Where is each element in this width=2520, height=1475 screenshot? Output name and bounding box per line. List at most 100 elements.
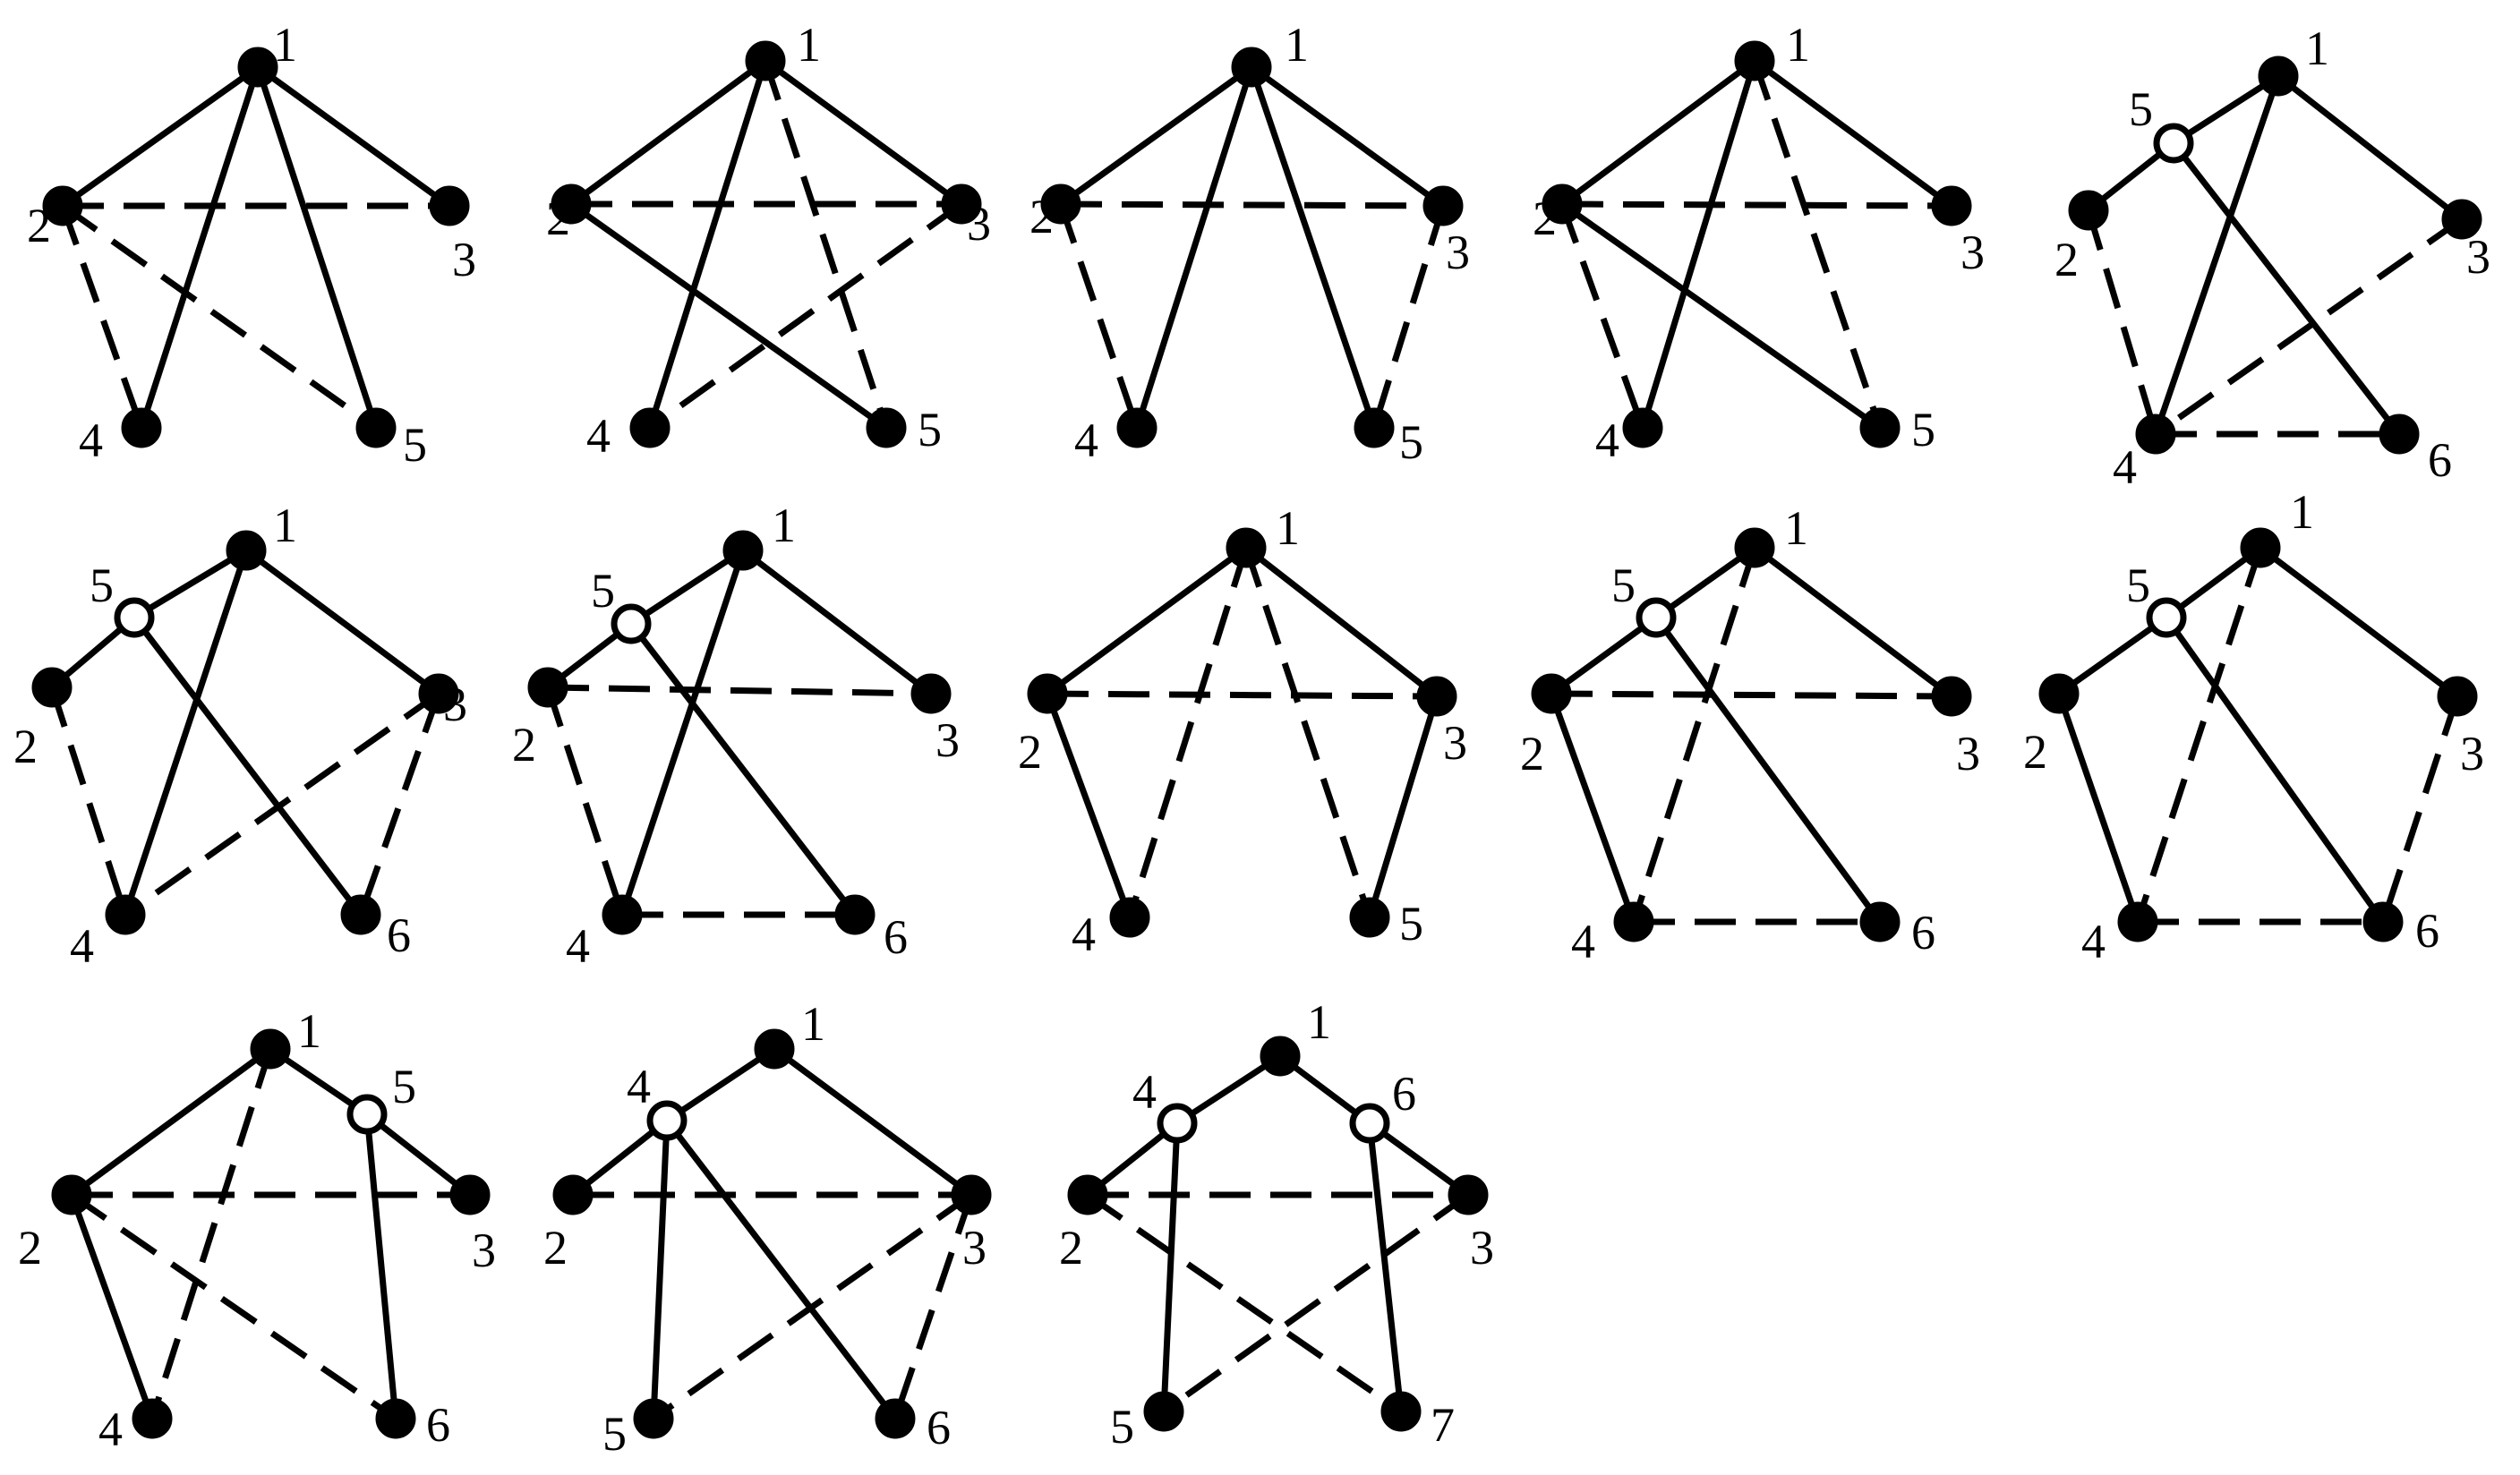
solid-edge bbox=[1366, 695, 1440, 919]
filled-vertex bbox=[633, 1398, 674, 1439]
filled-vertex bbox=[866, 407, 907, 448]
vertex-label: 2 bbox=[543, 1221, 568, 1275]
filled-vertex bbox=[551, 183, 592, 225]
vertex-label: 4 bbox=[1074, 414, 1098, 467]
vertex-label: 2 bbox=[2054, 233, 2079, 286]
dashed-edge bbox=[1161, 1192, 1471, 1414]
solid-edge bbox=[1549, 615, 1659, 696]
vertex-label: 5 bbox=[602, 1407, 627, 1461]
vertex-label: 1 bbox=[1784, 501, 1808, 555]
vertex-label: 4 bbox=[627, 1060, 651, 1113]
dashed-edge bbox=[1751, 59, 1884, 430]
dashed-edge bbox=[2153, 217, 2464, 437]
vertex-label: 6 bbox=[1911, 906, 1935, 959]
solid-edge bbox=[2152, 74, 2282, 436]
solid-edge bbox=[646, 59, 769, 430]
solid-edge bbox=[1653, 615, 1883, 925]
vertex-label: 1 bbox=[797, 18, 821, 72]
solid-edge bbox=[628, 621, 858, 917]
dashed-edge bbox=[59, 204, 145, 430]
filled-vertex bbox=[1613, 901, 1654, 942]
solid-edge bbox=[1249, 64, 1446, 209]
hollow-vertex bbox=[2153, 123, 2194, 164]
filled-vertex bbox=[629, 407, 671, 448]
solid-edge bbox=[254, 65, 380, 430]
filled-vertex bbox=[2362, 901, 2404, 942]
solid-edge bbox=[255, 64, 452, 209]
dashed-edge bbox=[1057, 202, 1140, 430]
filled-vertex bbox=[1859, 407, 1901, 448]
filled-vertex bbox=[745, 40, 786, 81]
solid-edge bbox=[1367, 1121, 1471, 1198]
dashed-edge bbox=[892, 1193, 975, 1420]
vertex-label: 5 bbox=[591, 564, 615, 618]
vertex-label: 2 bbox=[1059, 1221, 1083, 1275]
solid-edge bbox=[122, 549, 250, 917]
hollow-vertex bbox=[346, 1094, 388, 1135]
vertex-label: 7 bbox=[1431, 1398, 1455, 1452]
vertex-label: 1 bbox=[273, 18, 297, 72]
filled-vertex bbox=[1380, 1391, 1422, 1432]
dashed-edge bbox=[1046, 690, 1438, 700]
filled-vertex bbox=[51, 1174, 92, 1215]
filled-vertex bbox=[1354, 407, 1395, 448]
solid-edge bbox=[1045, 545, 1249, 696]
vertex-label: 2 bbox=[1029, 190, 1054, 243]
filled-vertex bbox=[1931, 676, 1972, 717]
filled-vertex bbox=[1067, 1174, 1108, 1215]
vertex-label: 3 bbox=[1470, 1221, 1494, 1275]
vertex-label: 3 bbox=[2466, 230, 2490, 284]
filled-vertex bbox=[552, 1174, 594, 1215]
filled-vertex bbox=[951, 1174, 992, 1215]
dashed-edge bbox=[1243, 546, 1373, 919]
solid-edge bbox=[568, 201, 889, 431]
filled-vertex bbox=[1027, 673, 1068, 714]
vertex-label: 5 bbox=[1399, 897, 1423, 951]
dashed-edge bbox=[1371, 204, 1447, 430]
filled-vertex bbox=[2135, 414, 2176, 455]
vertex-label: 5 bbox=[1399, 415, 1423, 469]
solid-edge bbox=[1639, 59, 1758, 430]
solid-edge bbox=[1559, 58, 1757, 207]
filled-vertex bbox=[250, 1028, 291, 1070]
solid-edge bbox=[1058, 64, 1254, 207]
filled-vertex bbox=[910, 673, 952, 714]
solid-edge bbox=[138, 65, 261, 430]
solid-edge bbox=[2171, 141, 2402, 437]
vertex-label: 2 bbox=[2023, 725, 2047, 779]
vertex-label: 3 bbox=[967, 197, 991, 251]
dashed-edge bbox=[2085, 209, 2159, 436]
vertex-label: 6 bbox=[387, 908, 411, 962]
solid-edge bbox=[363, 1113, 399, 1420]
vertex-label: 2 bbox=[512, 718, 536, 772]
vertex-label: 4 bbox=[98, 1403, 123, 1456]
solid-edge bbox=[619, 549, 747, 917]
filled-vertex bbox=[132, 1398, 173, 1439]
filled-vertex bbox=[1734, 40, 1775, 81]
vertex-label: 1 bbox=[2290, 485, 2314, 539]
filled-vertex bbox=[941, 183, 982, 225]
vertex-label: 6 bbox=[2428, 433, 2452, 487]
dashed-edge bbox=[2379, 695, 2461, 924]
filled-vertex bbox=[2240, 527, 2281, 568]
vertex-label: 1 bbox=[1786, 18, 1810, 72]
vertex-label: 1 bbox=[801, 997, 825, 1051]
vertex-label: 2 bbox=[1018, 725, 1042, 779]
dashed-edge bbox=[547, 684, 932, 697]
vertex-label: 5 bbox=[392, 1060, 416, 1113]
vertex-label: 4 bbox=[2081, 915, 2106, 968]
vertex-label: 5 bbox=[1110, 1400, 1134, 1454]
vertex-label: 3 bbox=[962, 1221, 987, 1275]
filled-vertex bbox=[2437, 676, 2478, 717]
solid-edge bbox=[1559, 201, 1883, 431]
vertex-label: 4 bbox=[1072, 908, 1096, 961]
filled-vertex bbox=[602, 894, 643, 935]
solid-edge bbox=[664, 1118, 898, 1421]
